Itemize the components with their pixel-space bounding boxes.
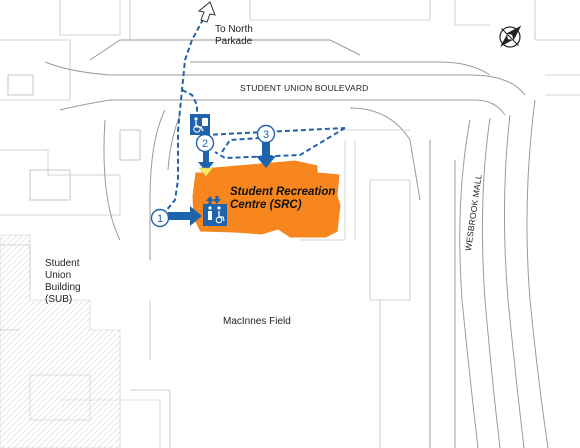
src-name-line-1: Student Recreation <box>230 186 336 198</box>
src-building-label[interactable]: Student Recreation Centre (SRC) <box>230 186 335 212</box>
wesbrook-mall <box>429 99 549 448</box>
sub-line-1: Student <box>45 258 80 269</box>
north-compass-icon <box>499 25 522 48</box>
marker-3-label: 3 <box>263 129 269 141</box>
sub-line-2: Union <box>45 270 72 281</box>
north-parkade-arrow-icon <box>197 1 216 23</box>
student-union-boulevard <box>44 39 526 116</box>
accessible-parking-icon <box>190 114 210 135</box>
parkade-line: Parkade <box>215 36 253 47</box>
to-north-parkade-label: To North Parkade <box>215 24 253 48</box>
marker-1-label: 1 <box>157 213 163 225</box>
marker-2[interactable]: 2 <box>195 133 215 153</box>
marker-2-label: 2 <box>202 138 208 150</box>
sub-line-4: (SUB) <box>45 294 73 305</box>
to-north-line: To North <box>215 24 253 35</box>
elevator-arrows-icon <box>206 196 221 204</box>
parking-lot <box>300 129 410 241</box>
marker-1[interactable]: 1 <box>150 208 170 228</box>
student-union-boulevard-label: STUDENT UNION BOULEVARD <box>240 83 369 93</box>
src-name-line-2: Centre (SRC) <box>230 199 302 211</box>
sub-building-area <box>0 234 161 448</box>
entrance-arrows <box>168 142 276 226</box>
marker-3[interactable]: 3 <box>256 124 276 144</box>
macinnes-field-label: MacInnes Field <box>223 316 291 327</box>
buildings-north <box>7 74 141 201</box>
accessible-washroom-icon <box>203 204 227 226</box>
sub-line-3: Building <box>45 282 81 293</box>
sub-label: Student Union Building (SUB) <box>45 258 81 306</box>
src-building <box>191 159 342 239</box>
